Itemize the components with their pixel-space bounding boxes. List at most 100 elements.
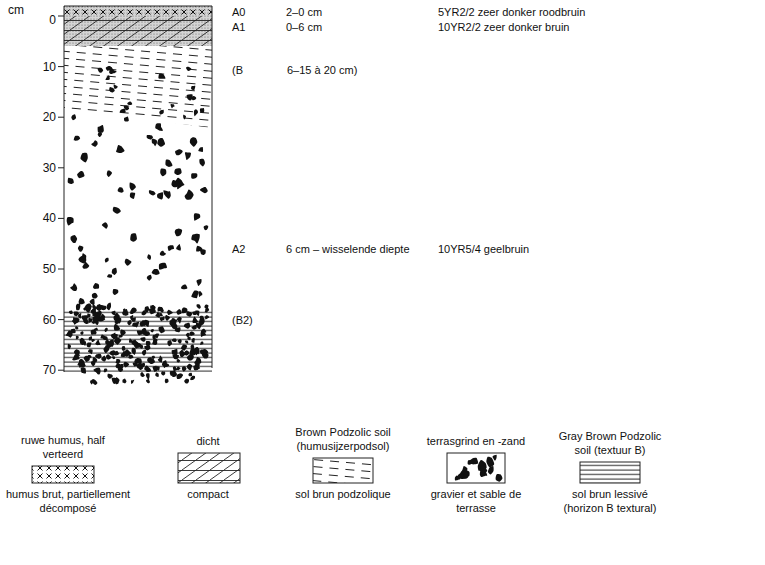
gravel-stone	[177, 359, 181, 362]
gravel-stone	[197, 304, 201, 309]
gravel-stone	[198, 147, 203, 152]
gravel-stone	[100, 334, 104, 338]
gravel-stone	[79, 298, 85, 304]
gravel-stone	[496, 474, 503, 482]
gravel-stone	[177, 373, 182, 379]
legend-sample	[447, 453, 505, 483]
gravel-stone	[200, 249, 206, 255]
legend-french-label: compact	[158, 487, 258, 501]
gravel-stone	[190, 376, 195, 381]
gravel-stone	[174, 168, 181, 175]
gravel-stone	[87, 342, 92, 347]
gravel-stone	[133, 307, 137, 312]
gravel-stone	[186, 67, 191, 71]
gravel-stone	[160, 251, 166, 256]
depth-number: 60	[43, 313, 56, 327]
legend-swatch	[313, 458, 373, 483]
gravel-stone	[142, 350, 146, 356]
gravel-stone	[87, 314, 90, 318]
gravel-stone	[165, 379, 169, 384]
depth-tick	[58, 66, 64, 67]
gravel-stone	[146, 379, 150, 383]
gravel-stone	[114, 85, 118, 89]
gravel-stone	[131, 348, 135, 355]
gravel-stone	[175, 228, 182, 236]
gravel-stone	[204, 225, 209, 230]
gravel-stone	[124, 105, 129, 110]
depth-number: 30	[43, 161, 56, 175]
gravel-stone	[98, 125, 104, 133]
depth-tick	[58, 218, 64, 219]
gravel-stone	[98, 68, 104, 73]
gravel-stone	[125, 259, 132, 266]
gravel-stone	[189, 348, 194, 355]
gravel-stone	[155, 372, 159, 376]
gravel-stone	[104, 369, 108, 373]
gravel-stone	[112, 268, 117, 275]
gravel-stone	[163, 190, 170, 198]
legend-label: ruwe humus, half verteerd	[13, 433, 113, 461]
gravel-stone	[104, 328, 107, 332]
depth-number: 70	[43, 363, 56, 377]
depth-tick	[58, 16, 64, 17]
gravel-stone	[130, 233, 137, 241]
legend-sample	[178, 453, 240, 483]
gravel-stone	[119, 335, 123, 338]
gravel-stone	[185, 189, 194, 199]
gravel-stone	[158, 355, 163, 362]
gravel-stone	[171, 104, 175, 108]
gravel-stone	[115, 377, 120, 384]
gravel-stone	[78, 245, 83, 251]
gravel-stone	[479, 466, 487, 473]
gravel-stone	[76, 336, 79, 340]
gravel-stone	[199, 291, 203, 297]
gravel-stone	[128, 355, 133, 359]
gravel-stone	[140, 337, 145, 341]
gravel-stone	[87, 355, 92, 359]
legend-label: dicht	[158, 434, 258, 448]
gravel-stone	[165, 160, 172, 167]
gravel-stone	[191, 290, 198, 298]
gravel-stone	[158, 74, 165, 79]
gravel-stone	[105, 75, 109, 80]
gravel-stone	[198, 320, 203, 325]
gravel-stone	[172, 349, 178, 356]
gravel-stone	[116, 359, 120, 363]
gravel-stone	[122, 309, 128, 316]
gravel-stone	[113, 289, 119, 295]
gravel-stone	[113, 207, 121, 214]
gravel-stone	[78, 313, 81, 318]
gravel-stone	[152, 269, 160, 275]
gravel-stone	[118, 367, 123, 371]
depth-number: 10	[43, 60, 56, 74]
legend-french-label: sol brun lessivé (horizon B textural)	[554, 487, 666, 515]
gravel-stone	[123, 308, 126, 312]
gravel-stone	[192, 338, 195, 343]
gravel-stone	[95, 339, 100, 345]
gravel-stone	[130, 193, 135, 199]
gravel-stone	[155, 333, 159, 338]
gravel-stone	[191, 234, 199, 244]
gravel-stone	[149, 359, 155, 364]
gravel-stone	[91, 339, 95, 342]
gravel-stone	[150, 305, 154, 308]
gravel-stone	[99, 316, 105, 321]
gravel-stone	[118, 187, 124, 192]
gravel-stone	[92, 330, 97, 335]
gravel-stone	[111, 311, 115, 316]
depth-tick	[58, 117, 64, 118]
gravel-stone	[155, 314, 160, 318]
legend-label: terrasgrind en -zand	[401, 434, 551, 448]
legend-swatch	[178, 453, 240, 483]
gravel-stone	[137, 331, 143, 336]
gravel-stone	[109, 87, 114, 93]
gravel-stone	[92, 311, 97, 316]
gravel-stone	[200, 187, 208, 193]
profile-column	[64, 6, 212, 385]
gravel-stone	[185, 341, 188, 344]
gravel-stone	[187, 364, 192, 371]
gravel-stone	[182, 308, 188, 314]
gravel-stone	[200, 349, 207, 355]
gravel-stone	[159, 326, 165, 333]
